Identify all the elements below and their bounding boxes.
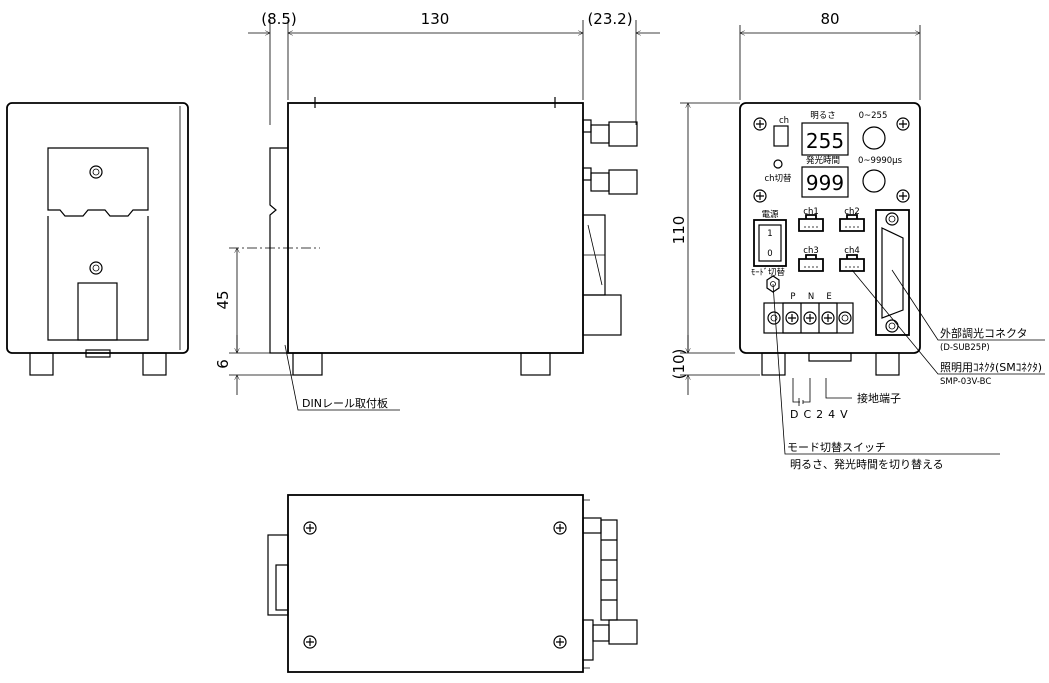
left-end-view	[6, 102, 189, 376]
power-on-label: 1	[767, 229, 772, 239]
side-dimensions: 45 6 DINレール取付板	[214, 248, 400, 411]
label-ext-connector-type: (D-SUB25P)	[940, 343, 990, 353]
ch3-connector[interactable]	[798, 254, 824, 272]
label-light-connector: 照明用ｺﾈｸﾀ(SMｺﾈｸﾀ)	[940, 361, 1042, 374]
label-mode-switch: モード切替スイッチ	[787, 440, 886, 454]
ch-label: ch	[779, 116, 789, 126]
ch1-connector[interactable]	[798, 214, 824, 232]
ch-display	[773, 125, 789, 147]
ch4-label: ch4	[844, 246, 859, 256]
power-off-label: 0	[767, 249, 772, 259]
dim-body-length: 130	[421, 10, 450, 28]
label-power-supply: DC24V	[790, 408, 853, 421]
dim-rail-height: 45	[214, 290, 232, 309]
dim-height: 110	[670, 216, 688, 245]
mode-switch[interactable]	[766, 275, 780, 293]
ch2-connector[interactable]	[839, 214, 865, 232]
label-ext-connector: 外部調光コネクタ	[940, 326, 1028, 340]
bottom-view	[267, 494, 638, 673]
label-ground-terminal: 接地端子	[857, 392, 901, 405]
dsub-connector[interactable]	[875, 209, 910, 336]
emission-time-knob[interactable]	[862, 169, 886, 193]
side-view	[229, 97, 638, 376]
emission-time-display: 999	[806, 171, 844, 195]
ch4-connector[interactable]	[839, 254, 865, 272]
emission-time-label: 発光時間	[806, 155, 840, 166]
power-label: 電源	[761, 210, 779, 220]
terminal-p: P	[790, 292, 795, 302]
ch-switch-button[interactable]	[773, 159, 783, 169]
dim-connector-protrusion: (23.2)	[587, 10, 632, 28]
dim-width: 80	[820, 10, 839, 28]
terminal-n: N	[808, 292, 814, 302]
label-din-plate: DINレール取付板	[302, 396, 388, 410]
label-light-connector-type: SMP-03V-BC	[940, 377, 991, 387]
ch1-label: ch1	[803, 207, 818, 217]
ch-switch-label: ch切替	[764, 173, 792, 184]
dim-foot-height: (10)	[670, 349, 688, 380]
brightness-knob[interactable]	[862, 126, 886, 150]
mode-switch-label: ﾓｰﾄﾞ切替	[751, 267, 786, 278]
ch2-label: ch2	[844, 207, 859, 217]
dim-rail-offset: 6	[214, 359, 232, 369]
top-dimensions: (8.5) 130 (23.2) 80	[248, 10, 920, 125]
ch3-label: ch3	[803, 246, 818, 256]
power-switch[interactable]	[753, 219, 787, 267]
brightness-range: 0~255	[859, 111, 888, 121]
label-mode-switch-desc: 明るさ、発光時間を切り替える	[790, 457, 944, 471]
terminal-e: E	[826, 292, 831, 302]
dim-din-offset: (8.5)	[261, 10, 297, 28]
brightness-label: 明るさ	[810, 111, 836, 121]
front-view: 110 (10) ch 明るさ 0~255 255 ch切替 発光時間 0~99…	[670, 102, 1045, 471]
brightness-display: 255	[806, 129, 844, 153]
emission-time-range: 0~9990μs	[858, 156, 903, 166]
